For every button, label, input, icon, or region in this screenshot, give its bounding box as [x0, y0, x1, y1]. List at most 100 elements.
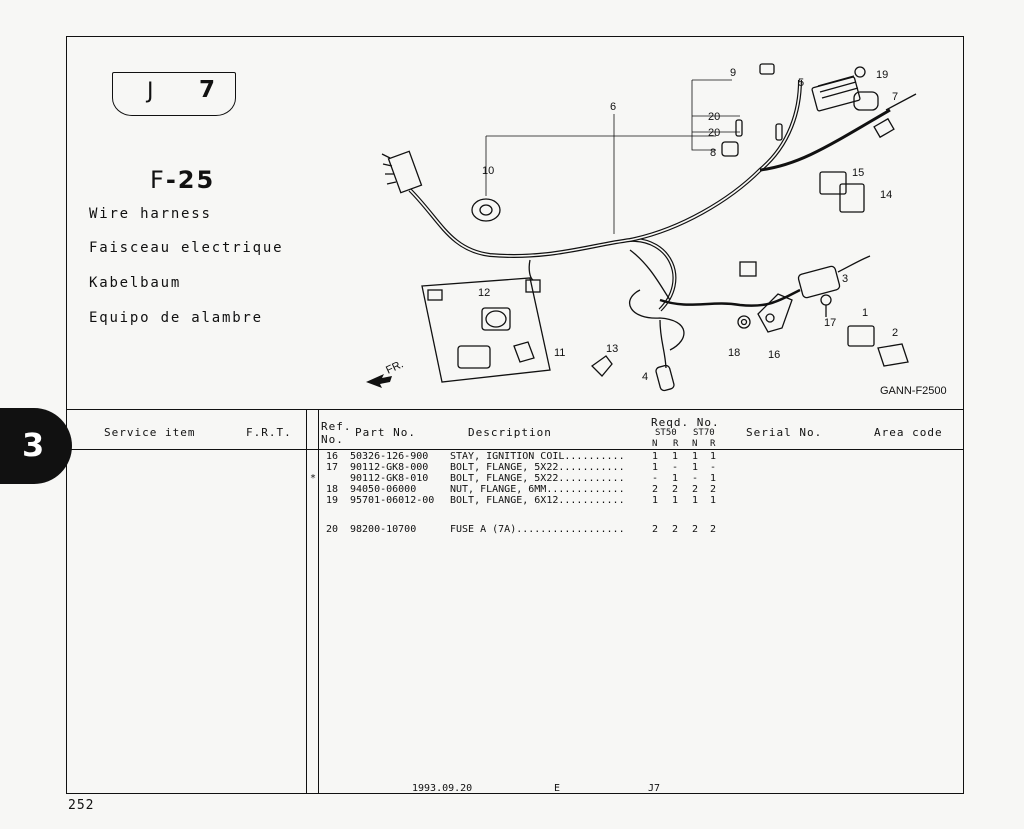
row-ref: 16 [326, 451, 339, 462]
row-qty: 1 [710, 473, 717, 484]
footer-code: J7 [648, 783, 661, 794]
parts-list: 16 50326-126-900 STAY, IGNITION COIL....… [310, 451, 716, 535]
wire-harness-diagram: FR. GANN-F2500 1 2 3 4 5 6 7 8 9 10 11 1… [366, 63, 947, 397]
row-qty: 1 [692, 451, 699, 462]
row-qty: 2 [652, 484, 659, 495]
badge-letter: J [147, 79, 154, 104]
row-qty: 2 [710, 524, 717, 535]
header-reqd-no: Reqd. No. [651, 416, 720, 429]
row-description: STAY, IGNITION COIL.......... [450, 451, 625, 462]
row-part-no: 90112-GK8-010 [350, 473, 429, 484]
row-qty: - [710, 462, 717, 473]
row-qty: 2 [692, 524, 699, 535]
row-qty: 2 [710, 484, 717, 495]
part-name-french: Faisceau electrique [89, 240, 284, 256]
callout-9: 9 [730, 67, 736, 79]
front-label: FR. [384, 358, 405, 376]
row-ref: 17 [326, 462, 339, 473]
front-direction-arrow: FR. [366, 358, 405, 388]
row-qty: - [652, 473, 659, 484]
row-mark: * [310, 473, 317, 484]
header-part-no: Part No. [355, 426, 416, 439]
row-qty: 1 [692, 495, 699, 506]
row-qty: 1 [710, 495, 717, 506]
callout-1: 1 [862, 307, 868, 319]
chapter-tab[interactable]: 3 [0, 408, 72, 484]
row-spacer [310, 506, 334, 524]
callout-3: 3 [842, 273, 848, 285]
part-name-spanish: Equipo de alambre [89, 310, 263, 326]
row-qty: 1 [652, 495, 659, 506]
row-qty: - [692, 473, 699, 484]
callout-14: 14 [880, 189, 892, 201]
callout-16: 16 [768, 349, 780, 361]
row-ref: 19 [326, 495, 339, 506]
callout-20: 20 [708, 111, 720, 123]
row-description: BOLT, FLANGE, 5X22........... [450, 462, 625, 473]
header-frt: F.R.T. [246, 426, 292, 439]
header-serial-no: Serial No. [746, 426, 823, 439]
header-description: Description [468, 426, 552, 439]
row-qty: 1 [692, 462, 699, 473]
row-qty: 1 [710, 451, 717, 462]
header-col-r1: R [673, 439, 679, 449]
header-col-n1: N [652, 439, 658, 449]
row-part-no: 94050-06000 [350, 484, 417, 495]
table-column-rule [318, 409, 319, 794]
table-row[interactable]: 19 95701-06012-00 BOLT, FLANGE, 6X12....… [310, 495, 716, 506]
callout-18: 18 [728, 347, 740, 359]
table-row[interactable]: 20 98200-10700 FUSE A (7A)..............… [310, 524, 716, 535]
part-name-english: Wire harness [89, 206, 212, 222]
section-divider [66, 409, 964, 410]
callout-11: 11 [554, 347, 565, 359]
callout-20b: 20 [708, 127, 720, 139]
header-area-code: Area code [874, 426, 943, 439]
callout-7: 7 [892, 91, 898, 103]
row-qty: 1 [672, 495, 679, 506]
part-name-german: Kabelbaum [89, 275, 182, 291]
row-qty: 2 [692, 484, 699, 495]
callout-19: 19 [876, 69, 888, 81]
page-number: 252 [68, 798, 95, 813]
row-qty: 2 [652, 524, 659, 535]
table-row[interactable]: 17 90112-GK8-000 BOLT, FLANGE, 5X22.....… [310, 462, 716, 473]
row-qty: 2 [672, 524, 679, 535]
badge-number: 7 [199, 77, 216, 103]
figure-number-digits: -25 [165, 166, 216, 194]
header-st50: ST50 [655, 428, 677, 438]
footer-date: 1993.09.20 [412, 783, 473, 794]
row-description: NUT, FLANGE, 6MM............. [450, 484, 625, 495]
row-part-no: 98200-10700 [350, 524, 417, 535]
callout-8: 8 [710, 147, 716, 159]
table-row[interactable]: * 90112-GK8-010 BOLT, FLANGE, 5X22......… [310, 473, 716, 484]
callout-13: 13 [606, 343, 618, 355]
table-row[interactable]: 18 94050-06000 NUT, FLANGE, 6MM.........… [310, 484, 716, 495]
header-ref-line2: No. [321, 433, 344, 446]
header-ref-line1: Ref. [321, 420, 352, 433]
row-qty: 2 [672, 484, 679, 495]
row-qty: 1 [652, 462, 659, 473]
group-badge: J 7 [112, 72, 236, 116]
row-qty: - [672, 462, 679, 473]
table-header-rule [66, 449, 964, 450]
table-row[interactable]: 16 50326-126-900 STAY, IGNITION COIL....… [310, 451, 716, 462]
callout-6: 6 [610, 101, 616, 113]
footer-edition: E [554, 783, 561, 794]
callout-2: 2 [892, 327, 898, 339]
callout-12: 12 [478, 287, 490, 299]
row-qty: 1 [672, 473, 679, 484]
chapter-number: 3 [22, 426, 45, 464]
row-description: FUSE A (7A).................. [450, 524, 625, 535]
callout-10: 10 [482, 165, 494, 177]
row-ref: 18 [326, 484, 339, 495]
header-service-item: Service item [104, 426, 196, 439]
header-st70: ST70 [693, 428, 715, 438]
header-col-r2: R [710, 439, 716, 449]
diagram-code: GANN-F2500 [880, 385, 947, 397]
callout-17: 17 [824, 317, 836, 329]
row-part-no: 90112-GK8-000 [350, 462, 429, 473]
row-part-no: 50326-126-900 [350, 451, 429, 462]
header-col-n2: N [692, 439, 698, 449]
callout-15: 15 [852, 167, 864, 179]
row-part-no: 95701-06012-00 [350, 495, 435, 506]
